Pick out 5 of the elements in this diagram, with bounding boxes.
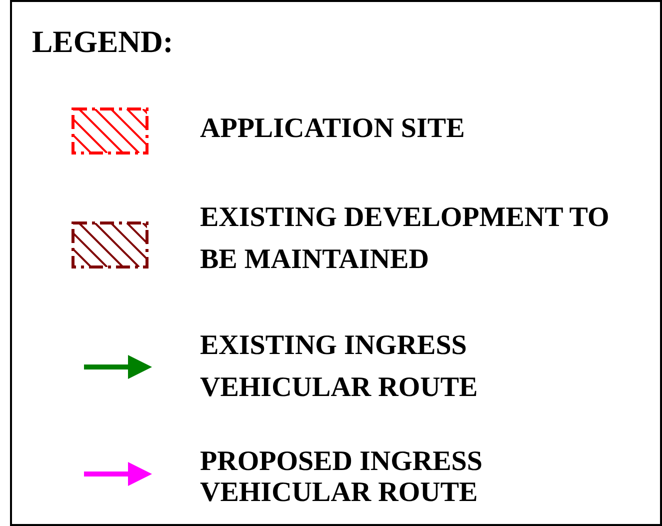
legend-label: EXISTING DEVELOPMENT TO BE MAINTAINED [200,201,610,277]
legend-title: LEGEND: [32,24,174,60]
legend-label: APPLICATION SITE [200,112,466,146]
legend-label: PROPOSED INGRESS VEHICULAR ROUTE [200,446,484,508]
legend-label: EXISTING INGRESS VEHICULAR ROUTE [200,329,479,405]
